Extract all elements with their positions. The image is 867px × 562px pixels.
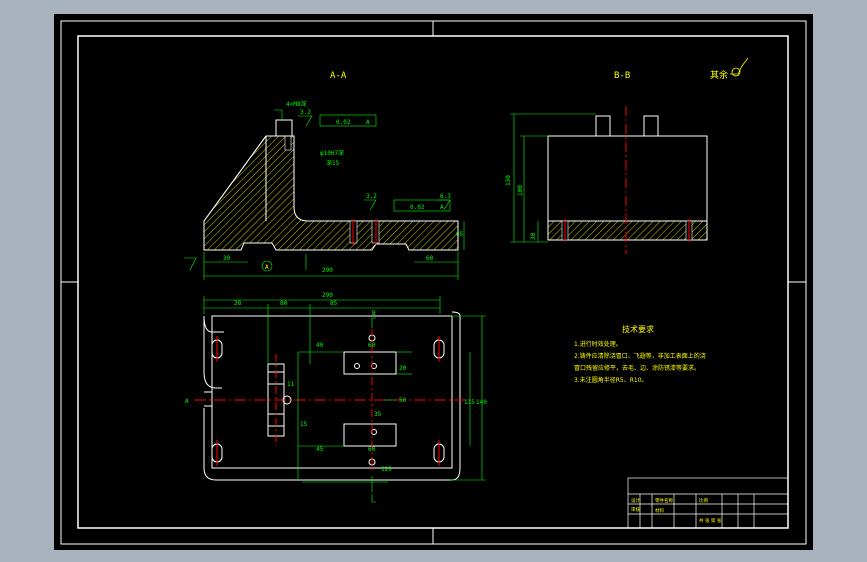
bb-height-inner: 100 — [517, 185, 524, 196]
title-block-qty: 共 张 第 张 — [699, 517, 722, 524]
aa-tol-ref-2: A — [440, 204, 444, 211]
plan-seg-b: 80 — [280, 300, 288, 307]
plan-total-width: 290 — [322, 292, 333, 299]
plan-d2: 60 — [368, 342, 376, 349]
aa-thread-note: 4×M8深 — [286, 100, 306, 108]
aa-roughness-2: 3.2 — [366, 193, 377, 200]
aa-total-width: 290 — [322, 267, 333, 274]
view-aa-label: A-A — [330, 71, 347, 81]
bb-height-total: 130 — [505, 175, 512, 186]
aa-roughness-3: 6.3 — [440, 193, 451, 200]
plan-d1: 40 — [316, 342, 324, 349]
bb-height-base: 30 — [530, 232, 537, 240]
aa-right-seg: 60 — [426, 255, 434, 262]
other-roughness-symbol — [730, 57, 749, 75]
plan-d5: 115 — [464, 399, 475, 406]
tech-req-item-4: 3.未注圆角半径R5、R10。 — [574, 376, 648, 384]
tech-req-title: 技术要求 — [622, 324, 654, 334]
plan-section-mark-a: A — [185, 398, 189, 405]
drawing-canvas: A-A 290 30 60 65 A 0.02 A 0.02 — [54, 14, 813, 550]
title-block-design: 设计 — [631, 497, 640, 504]
tech-req-item-1: 1.进行时效处理。 — [574, 340, 622, 348]
section-bb-dimensions — [510, 113, 596, 243]
aa-left-seg: 30 — [223, 255, 231, 262]
plan-d11: 60 — [368, 446, 376, 453]
drawing-svg: A-A 290 30 60 65 A 0.02 A 0.02 — [60, 20, 807, 545]
tech-req-item-3: 冒口残留应修平，去毛、边、涂防锈漆等要求。 — [574, 364, 700, 372]
plan-d4: 50 — [399, 397, 407, 404]
plan-dimensions — [203, 296, 486, 503]
view-bb-label: B-B — [614, 71, 630, 81]
aa-datum: A — [265, 264, 269, 271]
plan-section-mark-b: B — [372, 310, 376, 317]
tech-req-item-2: 2.铸件应清除浇冒口、飞翅等，非加工表面上的浇 — [574, 352, 706, 360]
title-block — [627, 477, 789, 529]
aa-roughness-1: 3.2 — [300, 109, 311, 116]
title-block-check: 审核 — [631, 506, 640, 513]
plan-d9: 45 — [316, 446, 324, 453]
other-roughness-label: 其余 — [710, 69, 728, 81]
aa-tol-flat-1: 0.02 — [336, 119, 351, 126]
plan-d7: 11 — [287, 381, 295, 388]
title-block-part: 零件名称 — [655, 497, 673, 504]
plan-d10: 35 — [374, 411, 382, 418]
title-block-material: 材料 — [655, 507, 664, 514]
plan-d6: 140 — [476, 399, 487, 406]
plan-seg-a: 28 — [234, 300, 242, 307]
section-aa-dimensions — [184, 109, 465, 280]
plan-view — [194, 311, 474, 481]
plan-seg-c: 85 — [330, 300, 338, 307]
plan-d3: 20 — [399, 365, 407, 372]
aa-hole-depth: 深15 — [326, 159, 340, 167]
aa-tol-flat-2: 0.02 — [410, 204, 425, 211]
aa-hole-note: φ10H7深 — [320, 149, 344, 157]
section-bb-view — [547, 106, 708, 254]
aa-tol-ref-1: A — [366, 119, 370, 126]
aa-height-right: 65 — [456, 231, 464, 238]
inner-border — [77, 35, 789, 529]
section-aa-view — [203, 119, 459, 251]
plan-d12: 120 — [381, 466, 392, 473]
title-block-scale: 比例 — [699, 497, 708, 504]
plan-d8: 15 — [300, 421, 308, 428]
outer-border — [60, 20, 807, 545]
